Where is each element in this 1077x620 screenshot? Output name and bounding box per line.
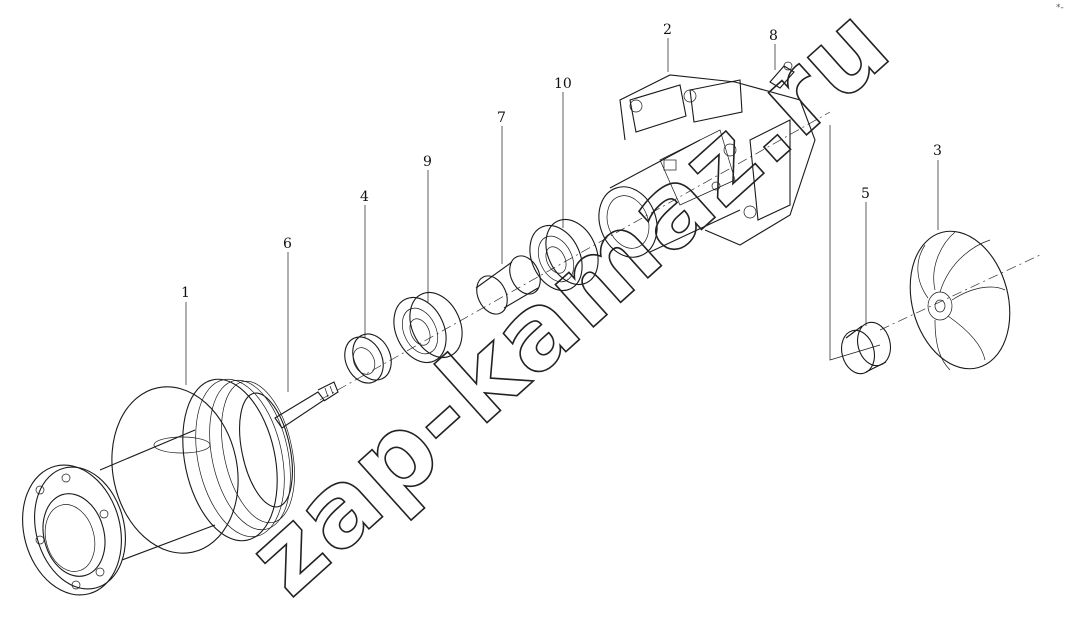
corner-mark: *- [1056, 3, 1064, 13]
grease-fitting-drawing [769, 61, 795, 89]
center-axis [319, 111, 831, 401]
seal-bushing-drawing [840, 321, 892, 375]
part-label-9: 9 [423, 154, 432, 170]
part-label-4: 4 [360, 189, 369, 205]
seal-ring-drawing [344, 333, 392, 384]
watermark: zap-kamaz.ru [225, 0, 913, 619]
pulley-hub-drawing [22, 378, 295, 596]
bearing-10-drawing [529, 219, 599, 291]
part-label-10: 10 [554, 76, 572, 92]
part-label-2: 2 [663, 22, 672, 38]
part-label-7: 7 [497, 110, 506, 126]
part-label-6: 6 [283, 236, 292, 252]
part-label-1: 1 [181, 285, 190, 301]
part-label-5: 5 [861, 186, 870, 202]
part-label-8: 8 [769, 28, 778, 44]
impeller-axis [879, 254, 1041, 331]
part-label-3: 3 [933, 143, 942, 159]
shaft-drawing [274, 381, 339, 429]
bracket-line [829, 125, 881, 361]
housing-drawing [598, 74, 816, 258]
spacer-sleeve-drawing [475, 255, 541, 315]
bearing-9-drawing [393, 292, 463, 363]
impeller-drawing [909, 230, 1011, 371]
